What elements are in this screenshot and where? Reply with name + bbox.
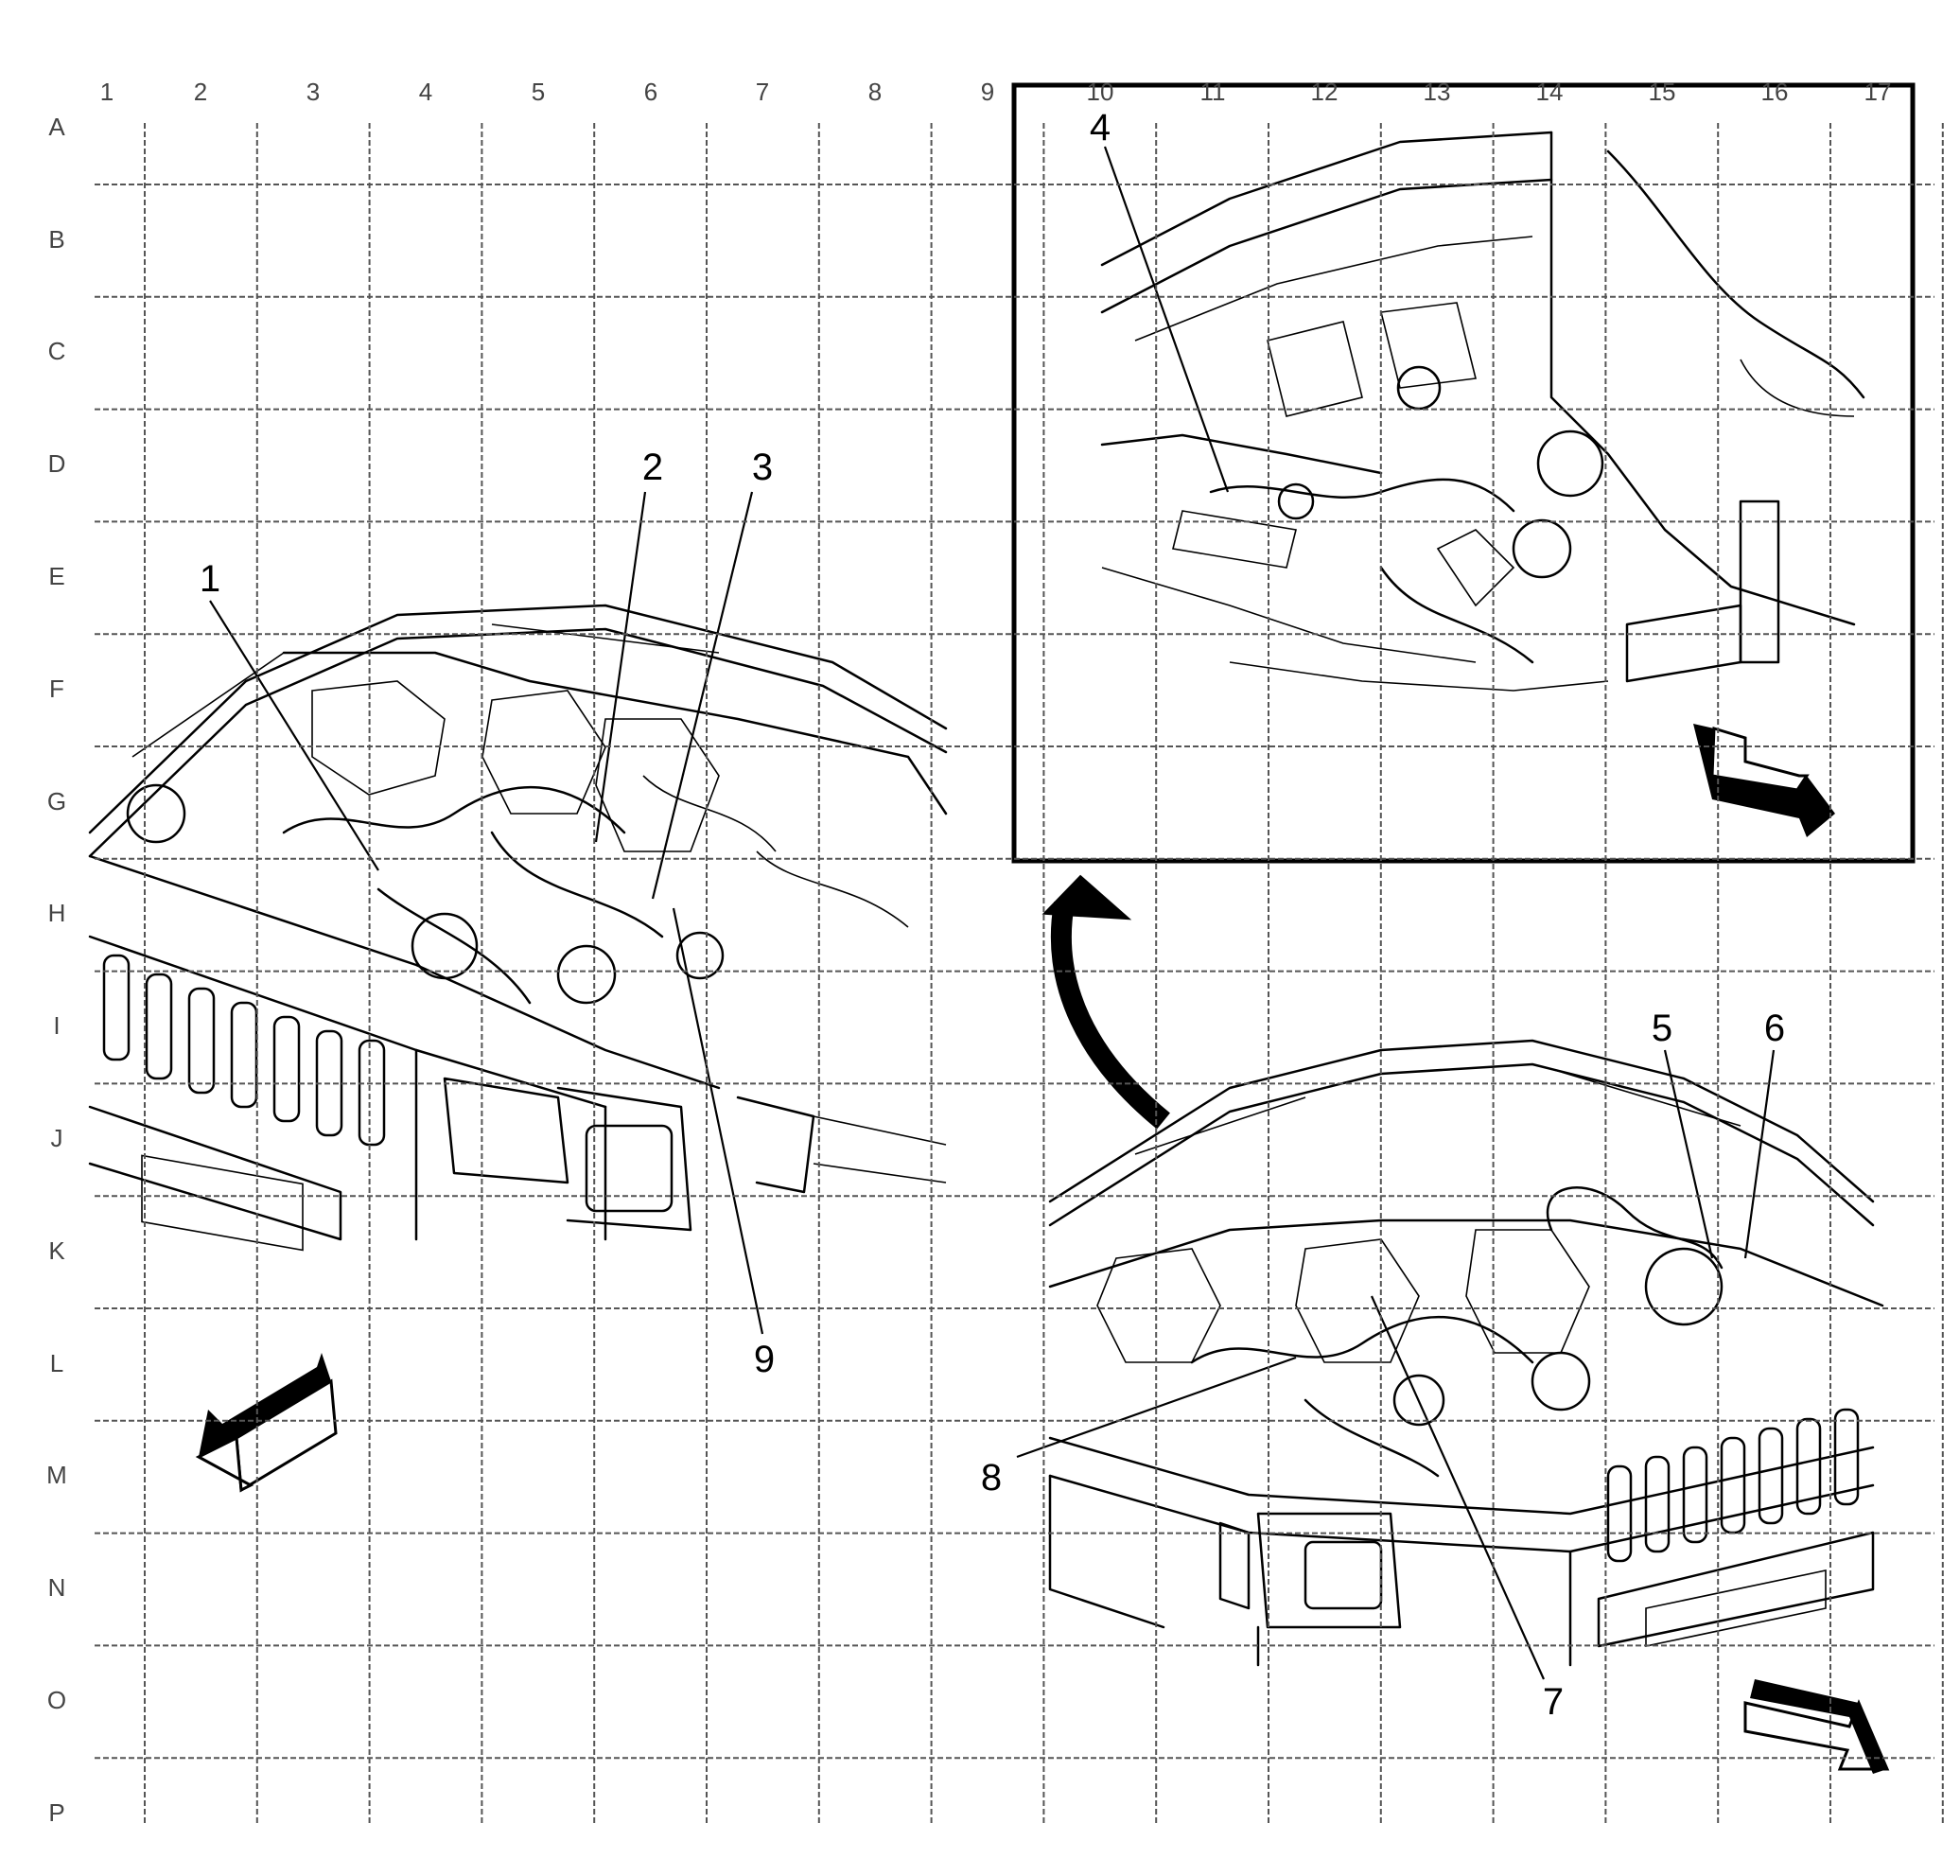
inset-frame (1011, 82, 1916, 864)
curved-arrow-icon (1041, 874, 1170, 1130)
direction-arrow-icon (1693, 724, 1835, 837)
callout-3: 3 (752, 447, 773, 488)
column-label: 12 (1311, 78, 1339, 106)
column-label: 2 (194, 78, 207, 106)
callout-4: 4 (1090, 107, 1111, 149)
row-label: O (47, 1686, 66, 1714)
callout-6: 6 (1764, 1008, 1785, 1049)
left-vehicle-view (88, 604, 948, 1252)
inset-detail-view (1100, 131, 1865, 692)
row-label: L (50, 1349, 63, 1377)
callout-9: 9 (754, 1339, 775, 1380)
column-label: 9 (981, 78, 994, 106)
leader-lines (209, 146, 1776, 1680)
column-labels: 1 2 3 4 5 6 7 8 9 10 11 12 13 14 15 16 1… (100, 78, 1892, 106)
row-label: P (48, 1798, 64, 1827)
callout-7: 7 (1543, 1681, 1564, 1723)
row-label: J (51, 1124, 63, 1152)
column-label: 5 (532, 78, 545, 106)
row-label: N (48, 1573, 66, 1602)
row-label: D (48, 449, 66, 478)
column-label: 16 (1761, 78, 1789, 106)
column-label: 8 (868, 78, 882, 106)
row-label: K (48, 1236, 65, 1265)
row-label: C (48, 337, 66, 365)
row-label: E (48, 562, 64, 590)
column-label: 15 (1649, 78, 1676, 106)
column-label: 14 (1536, 78, 1564, 106)
column-label: 1 (100, 78, 114, 106)
column-label: 7 (756, 78, 769, 106)
direction-arrow-icon (1743, 1679, 1890, 1774)
row-label: I (53, 1011, 60, 1040)
row-label: B (48, 225, 64, 254)
right-vehicle-view (1048, 1039, 1884, 1667)
column-label: 17 (1864, 78, 1892, 106)
callout-2: 2 (642, 447, 663, 488)
column-label: 10 (1087, 78, 1114, 106)
direction-arrow-icon (195, 1353, 338, 1493)
callout-1: 1 (200, 558, 220, 600)
callout-labels: 1 2 3 4 5 6 7 8 9 (200, 107, 1785, 1723)
reference-grid (95, 123, 1944, 1826)
row-label: A (48, 113, 65, 141)
callout-5: 5 (1652, 1008, 1672, 1049)
column-label: 13 (1424, 78, 1451, 106)
row-labels: A B C D E F G H I J K L M N O P (46, 113, 67, 1827)
row-label: G (47, 787, 66, 815)
column-label: 11 (1200, 78, 1226, 106)
callout-8: 8 (981, 1457, 1002, 1499)
column-label: 4 (419, 78, 432, 106)
column-label: 3 (306, 78, 320, 106)
row-label: H (48, 899, 66, 927)
row-label: F (49, 675, 64, 703)
column-label: 6 (644, 78, 657, 106)
row-label: M (46, 1461, 67, 1489)
